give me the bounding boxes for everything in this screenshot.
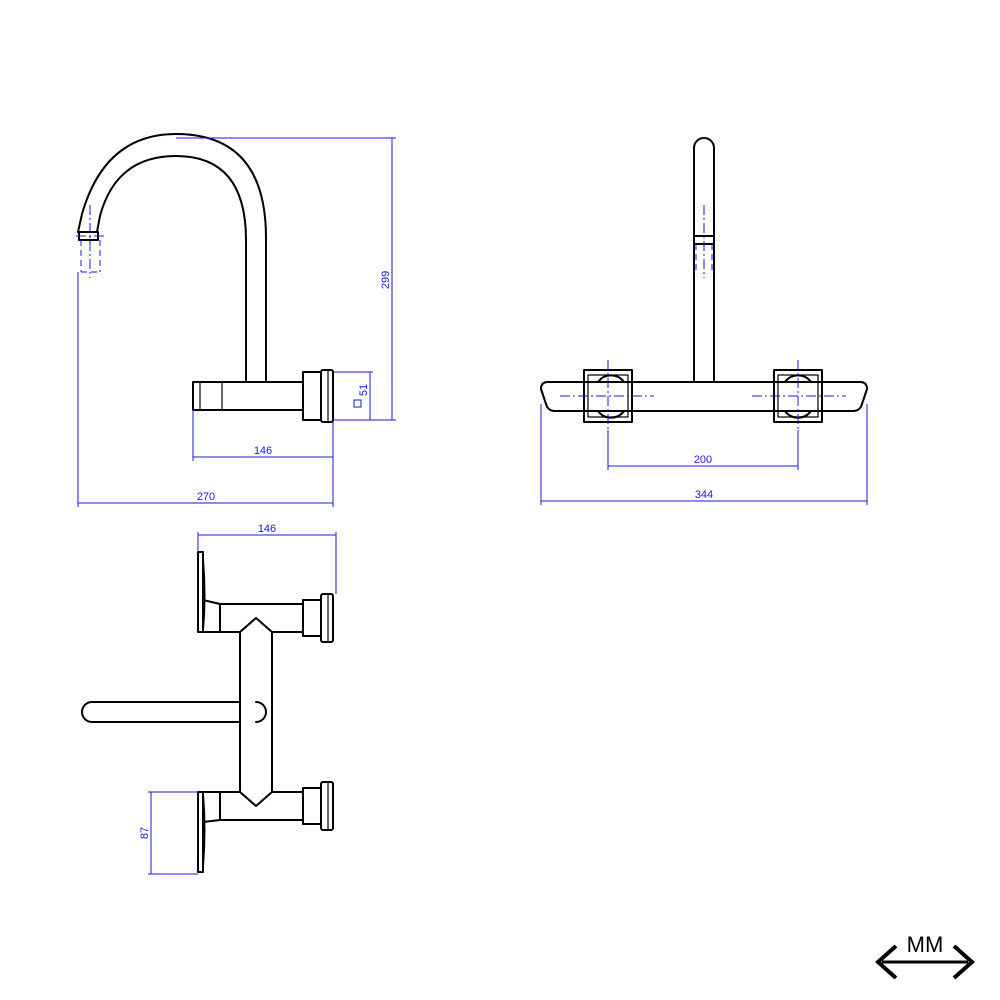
dim-centers-text: 200 xyxy=(694,454,712,466)
dim-top-depth-text: 146 xyxy=(258,523,276,535)
side-view: 299 51 146 270 xyxy=(76,133,396,507)
dim-overall-width: 344 xyxy=(540,404,868,505)
dim-overall-width-text: 344 xyxy=(695,489,713,501)
dim-spout-reach: 146 xyxy=(192,410,334,461)
top-view: 146 87 xyxy=(81,523,337,875)
top-upper-valve xyxy=(197,551,334,643)
dim-wall-square: 51 xyxy=(333,371,373,420)
side-spout xyxy=(77,133,267,383)
dim-spout-reach-text: 146 xyxy=(254,445,272,457)
front-view: 200 344 xyxy=(540,137,868,505)
top-center-body xyxy=(239,617,273,807)
dim-overall-depth: 270 xyxy=(77,272,334,507)
dim-top-depth: 146 xyxy=(197,523,337,594)
dim-wall-square-text: 51 xyxy=(358,384,370,396)
front-spout xyxy=(693,137,715,383)
dim-centers: 200 xyxy=(607,430,799,470)
dim-overall-depth-text: 270 xyxy=(197,491,215,503)
dim-height-text: 299 xyxy=(380,271,392,289)
dim-height: 299 xyxy=(176,137,396,421)
dim-handle-size-text: 87 xyxy=(139,827,151,839)
units-label: MM xyxy=(907,932,944,957)
units-badge: MM xyxy=(874,932,976,980)
side-body xyxy=(192,381,304,411)
dim-handle-size: 87 xyxy=(139,791,198,875)
top-lower-valve xyxy=(197,781,334,873)
top-spout xyxy=(81,701,241,723)
side-wall-flange xyxy=(302,371,322,421)
front-body xyxy=(540,381,868,412)
